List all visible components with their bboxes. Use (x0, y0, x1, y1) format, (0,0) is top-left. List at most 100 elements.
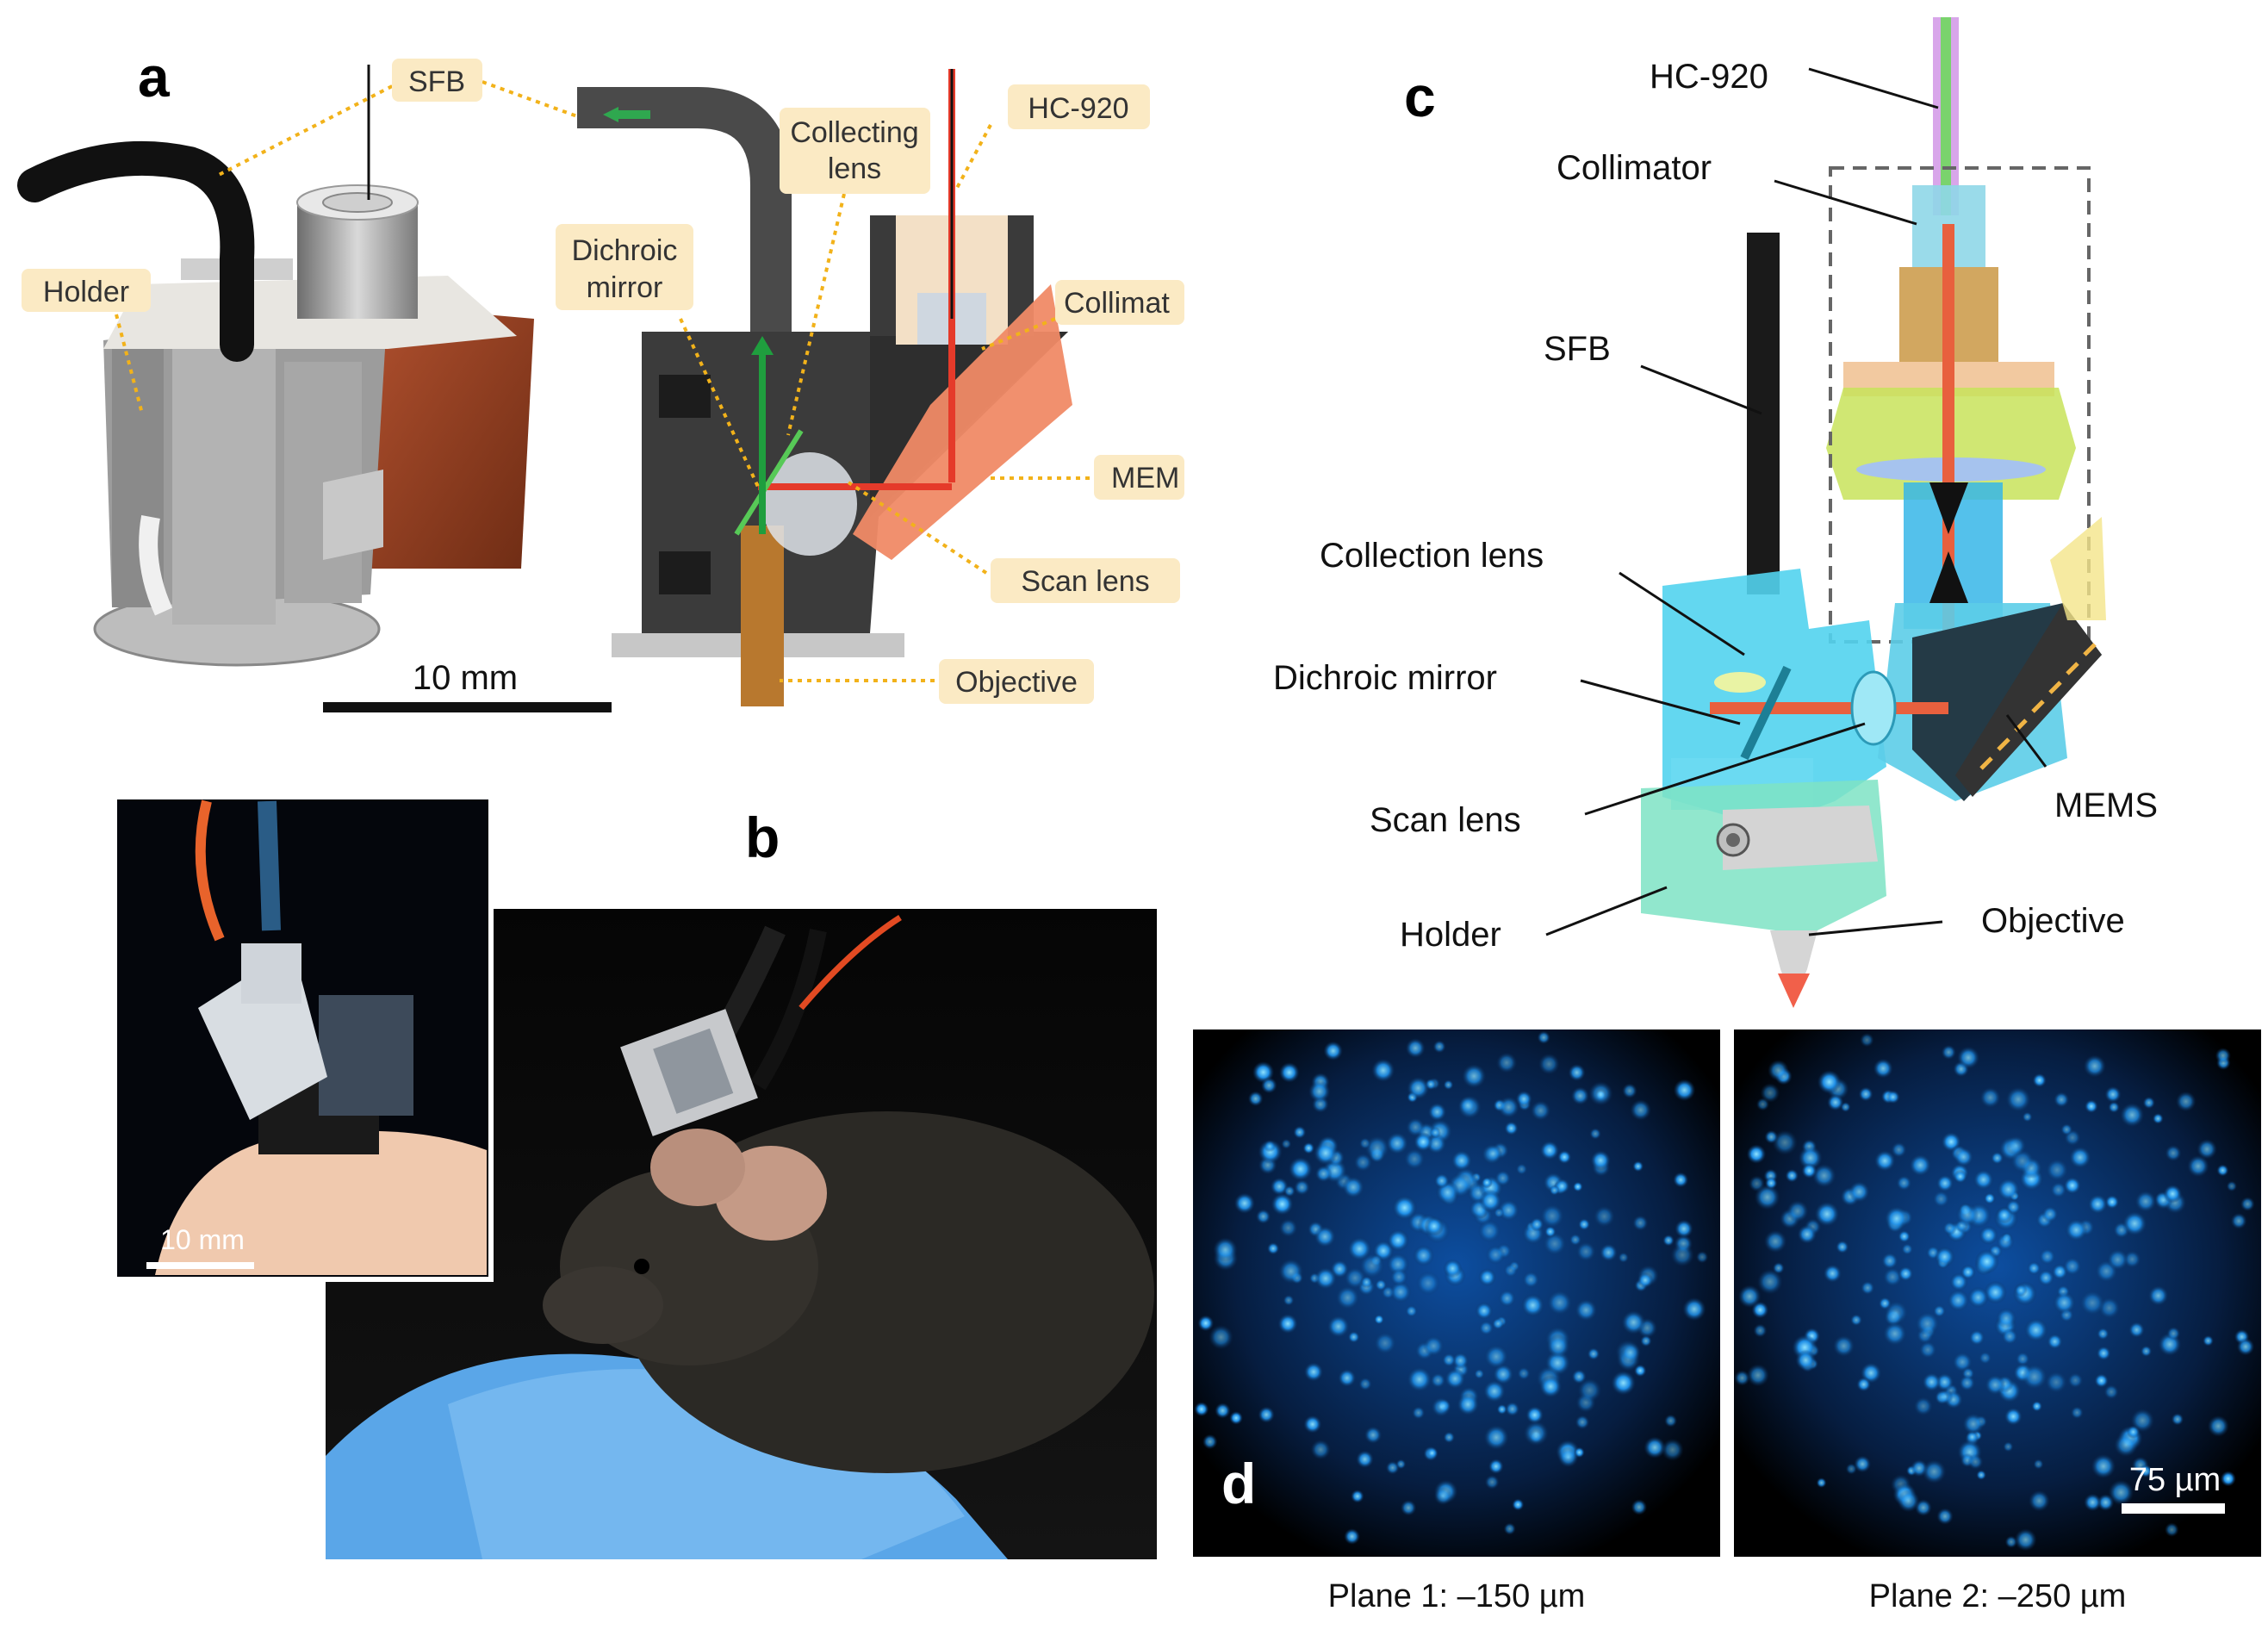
neuron-spot (1264, 1140, 1277, 1153)
neuron-spot (2134, 1190, 2157, 1213)
neuron-spot (1443, 1079, 1454, 1091)
neuron-spot (1525, 1405, 1544, 1424)
neuron-spot (1913, 1397, 1933, 1416)
neuron-spot (1941, 1044, 1956, 1061)
neuron-spot (1405, 1038, 1426, 1059)
tag-hc920: HC-920 (1008, 84, 1150, 129)
neuron-spot (2050, 1181, 2067, 1198)
tag-objective: Objective (939, 659, 1094, 704)
neuron-spot (1619, 1342, 1641, 1363)
neuron-spot (1640, 1334, 1652, 1347)
panel-d: d 75 µm Plane 1: –150 µm Plane 2: –250 µ… (1193, 1029, 2261, 1614)
neuron-spot (2106, 1248, 2129, 1271)
neuron-spot (1662, 1234, 1675, 1247)
neuron-spot (1772, 1261, 1785, 1274)
neuron-spot (1575, 1298, 1598, 1322)
neuron-spot (1488, 1459, 1504, 1475)
panel-c-leaders (1545, 67, 2047, 936)
neuron-spot (1505, 1401, 1520, 1417)
neuron-spot (1557, 1149, 1572, 1165)
neuron-spot (1763, 1229, 1787, 1253)
neuron-spot (1278, 1258, 1304, 1285)
neuron-spot (1569, 1233, 1582, 1247)
neuron-spot (1358, 1137, 1371, 1150)
neuron-spot (1811, 1163, 1836, 1188)
panel-letter-a: a (138, 45, 171, 109)
neuron-spot (2114, 1433, 2139, 1458)
neuron-spot (1323, 1041, 1343, 1061)
neuron-spot (1255, 1209, 1271, 1224)
panel-a-scalebar: 10 mm (323, 659, 612, 712)
neuron-spot (1675, 1219, 1693, 1239)
neuron-spot (1413, 1245, 1434, 1266)
neuron-spot (2060, 1123, 2073, 1136)
neuron-spot (1622, 1083, 1637, 1099)
label-collimator: Collimator (1557, 149, 1712, 187)
neuron-spot (1278, 1218, 1298, 1238)
neuron-spot (1983, 1192, 1996, 1205)
neuron-spot (2014, 1528, 2037, 1552)
neuron-spot (1922, 1372, 1942, 1392)
neuron-spot (1858, 1086, 1873, 1102)
neuron-spot (1996, 1233, 2015, 1251)
svg-text:Collecting: Collecting (790, 116, 918, 149)
svg-text:SFB: SFB (408, 65, 465, 98)
neuron-spot (1462, 1063, 1487, 1089)
neuron-spot (1293, 1125, 1307, 1140)
neuron-spot (1760, 1083, 1780, 1104)
neuron-spot (1407, 1076, 1430, 1100)
neuron-spot (1406, 1117, 1426, 1137)
neuron-spot (1283, 1294, 1295, 1306)
label-mems: MEMS (2054, 787, 2158, 824)
label-sfb: SFB (1544, 330, 1611, 368)
neuron-spot (2047, 1333, 2063, 1350)
neuron-spot (1798, 1145, 1823, 1171)
tag-mems: MEM (1094, 455, 1184, 500)
neuron-spot (1515, 1163, 1528, 1175)
neuron-spot (1416, 1271, 1440, 1296)
svg-text:HC-920: HC-920 (1028, 92, 1128, 125)
neuron-spot (1985, 1374, 2006, 1396)
neuron-spot (1247, 1091, 1264, 1107)
neuron-spot (2226, 1180, 2238, 1192)
neuron-spot (1795, 1349, 1817, 1371)
image-plane-1 (1193, 1029, 1720, 1557)
neuron-spot (1587, 1347, 1600, 1360)
neuron-spot (1768, 1060, 1789, 1081)
neuron-spot (1426, 1446, 1438, 1459)
neuron-spot (1202, 1434, 1218, 1450)
panel-b: b 10 mm (112, 794, 1157, 1559)
neuron-spot (2152, 1112, 2164, 1124)
neuron-spot (2031, 1400, 2043, 1412)
neuron-spot (1816, 1477, 1827, 1489)
neuron-spot (2045, 1371, 2067, 1394)
neuron-spot (1633, 1364, 1647, 1378)
neuron-spot (1481, 1177, 1493, 1189)
neuron-spot (2084, 1493, 2102, 1512)
neuron-spot (1936, 1508, 1954, 1525)
neuron-spot (1772, 1129, 1798, 1155)
neuron-spot (1484, 1144, 1502, 1163)
neuron-spot (1430, 1372, 1446, 1389)
neuron-spot (2171, 1413, 2184, 1426)
neuron-spot (2164, 1522, 2179, 1537)
neuron-spot (2096, 1346, 2111, 1361)
neuron-spot (1407, 1366, 1432, 1392)
neuron-spot (1303, 1415, 1322, 1434)
neuron-spot (1599, 1243, 1618, 1262)
neuron-spot (1568, 1063, 1586, 1082)
tag-sfb: SFB (392, 59, 482, 102)
neuron-spot (1959, 1374, 1976, 1391)
neuron-spot (1962, 1413, 1985, 1435)
neuron-spot (2097, 1494, 2115, 1511)
neuron-spot (1258, 1406, 1275, 1423)
neuron-spot (1485, 1245, 1506, 1265)
neuron-spot (2070, 1406, 2084, 1420)
neuron-spot (1411, 1406, 1426, 1420)
neuron-spot (2163, 1184, 2183, 1204)
neuron-spot (2084, 1099, 2098, 1114)
svg-text:10 mm: 10 mm (413, 659, 518, 697)
device-cross-section (577, 69, 1072, 706)
neuron-spot (1281, 1138, 1292, 1149)
